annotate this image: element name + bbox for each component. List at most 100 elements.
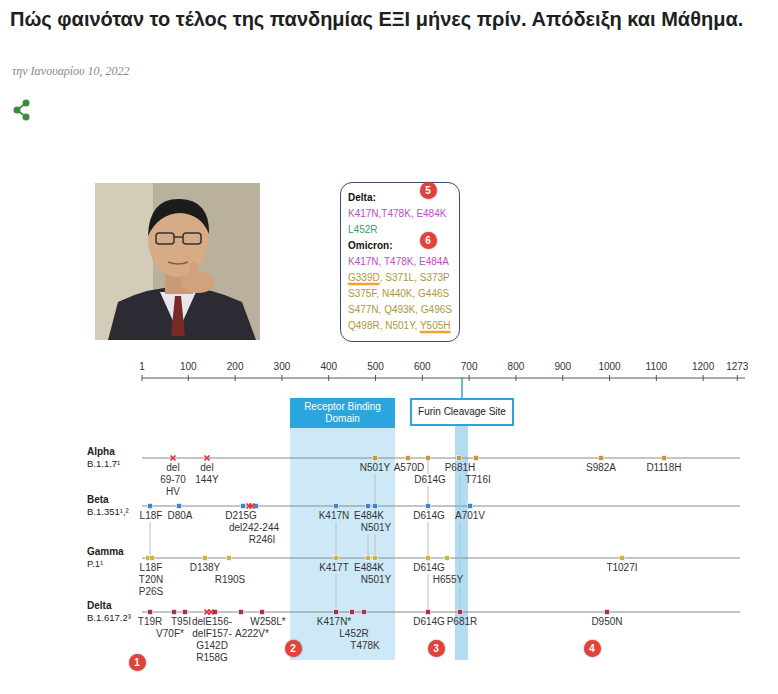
mutation-marker <box>334 556 339 561</box>
mutation-marker <box>239 610 244 615</box>
photo-glasses <box>174 236 183 238</box>
domain-heading: Receptor Binding Domain <box>290 398 395 428</box>
domain-band-fill <box>290 398 395 660</box>
axis-tick <box>703 375 704 381</box>
lineage-code: B.1.617.2³ <box>87 612 131 624</box>
mutation-marker <box>457 456 462 461</box>
axis-tick <box>737 375 738 381</box>
mutation-list: S477N, Q493K, G496S <box>348 302 452 318</box>
photo-mouth <box>168 262 188 264</box>
mutation-marker <box>148 504 153 509</box>
mutation-list: Q498R, N501Y, Y505H <box>348 318 452 334</box>
mutation-marker <box>241 504 246 509</box>
deletion-marker <box>209 610 214 615</box>
mutation-marker <box>350 610 355 615</box>
axis-tick-label: 1100 <box>646 361 668 373</box>
axis-tick <box>609 375 610 381</box>
mutation-marker <box>334 504 339 509</box>
mutation-marker <box>620 556 625 561</box>
axis-tick <box>188 375 189 381</box>
mutation-marker <box>150 556 155 561</box>
deletion-marker <box>250 504 255 509</box>
axis-tick-label: 500 <box>367 361 384 373</box>
deletion-marker <box>205 456 210 461</box>
mutation-marker <box>373 456 378 461</box>
mutation-marker <box>458 610 463 615</box>
callout-number: 2 <box>285 640 302 657</box>
variant-name: Gamma <box>87 546 124 558</box>
axis-tick-label: 700 <box>461 361 478 373</box>
mutation-marker <box>260 610 265 615</box>
mutation-list: G339D, S371L, S373P <box>348 270 452 286</box>
axis-tick-label: 1000 <box>598 361 620 373</box>
variant-box: Delta:K417N,T478K, E484KL452ROmicron:K41… <box>340 182 460 342</box>
mutation-label: L18F <box>140 510 163 522</box>
mutation-markers <box>146 456 667 615</box>
variant-name: Delta <box>87 600 111 612</box>
mutation-label: G142D <box>196 640 228 652</box>
mutation-marker <box>373 556 378 561</box>
variant-line <box>142 506 740 507</box>
mutation-label: T716I <box>465 474 491 486</box>
mutation-label: K417N <box>319 510 350 522</box>
axis-tick <box>656 375 657 381</box>
mutation-list: K417N, T478K, E484A <box>348 254 452 270</box>
photo-tie <box>171 296 185 336</box>
mutation-list: L452R <box>348 222 452 238</box>
mutation-label: del 144Y <box>193 462 221 486</box>
axis-ticks <box>142 375 737 381</box>
author-photo <box>95 183 260 340</box>
share-icon <box>14 100 30 121</box>
mutation-label: H655Y <box>433 574 464 586</box>
callout-number: 1 <box>129 654 146 671</box>
mutation-marker <box>426 556 431 561</box>
mutation-marker <box>468 504 473 509</box>
site-label: Furin Cleavage Site <box>418 406 506 418</box>
axis-tick-label: 200 <box>227 361 244 373</box>
mutation-marker <box>148 610 153 615</box>
axis-tick-label: 400 <box>320 361 337 373</box>
callout-number: 5 <box>420 182 437 199</box>
mutation-marker <box>605 610 610 615</box>
mutation-label: P26S <box>139 586 163 598</box>
axis-tick <box>142 375 143 381</box>
mutation-label: T20N <box>139 574 163 586</box>
axis-tick-label: 1200 <box>692 361 714 373</box>
mutation-marker <box>366 504 371 509</box>
mutation-label: D950N <box>591 616 622 628</box>
axis-tick <box>562 375 563 381</box>
photo-hair <box>148 199 209 236</box>
axis-tick-label: 800 <box>508 361 525 373</box>
mutation-marker <box>177 504 182 509</box>
axis-tick-label: 300 <box>274 361 291 373</box>
share-dot <box>23 100 30 107</box>
mutation-label: D614G <box>413 562 445 574</box>
mutation-marker <box>445 556 450 561</box>
deletion-marker <box>171 456 176 461</box>
mutation-label: N501Y <box>361 574 392 586</box>
mutation-label: L452R <box>339 628 368 640</box>
axis-tick <box>515 375 516 381</box>
mutation-label: D1118H <box>646 462 681 474</box>
axis-tick <box>422 375 423 381</box>
variant-line <box>142 612 740 613</box>
mutation-label: delE156- <box>192 616 232 628</box>
axis-tick-label: 1273 <box>726 361 748 373</box>
mutation-marker <box>373 504 378 509</box>
callout-number: 3 <box>428 640 445 657</box>
mutation-marker <box>599 456 604 461</box>
mutation-marker <box>362 610 367 615</box>
mutation-label: N501Y <box>361 522 392 534</box>
photo-glasses <box>156 233 174 244</box>
axis-tick-label: 100 <box>180 361 197 373</box>
shared-mutation-line <box>460 458 461 612</box>
axis-tick-label: 1 <box>139 361 145 373</box>
share-dot <box>14 107 21 114</box>
mutation-marker <box>474 456 479 461</box>
mutation-marker <box>426 610 431 615</box>
mutation-label: T19R <box>138 616 162 628</box>
mutation-label: N501Y <box>360 462 391 474</box>
photo-finger <box>190 262 198 282</box>
mutation-label: del 69-70 HV <box>158 462 188 498</box>
